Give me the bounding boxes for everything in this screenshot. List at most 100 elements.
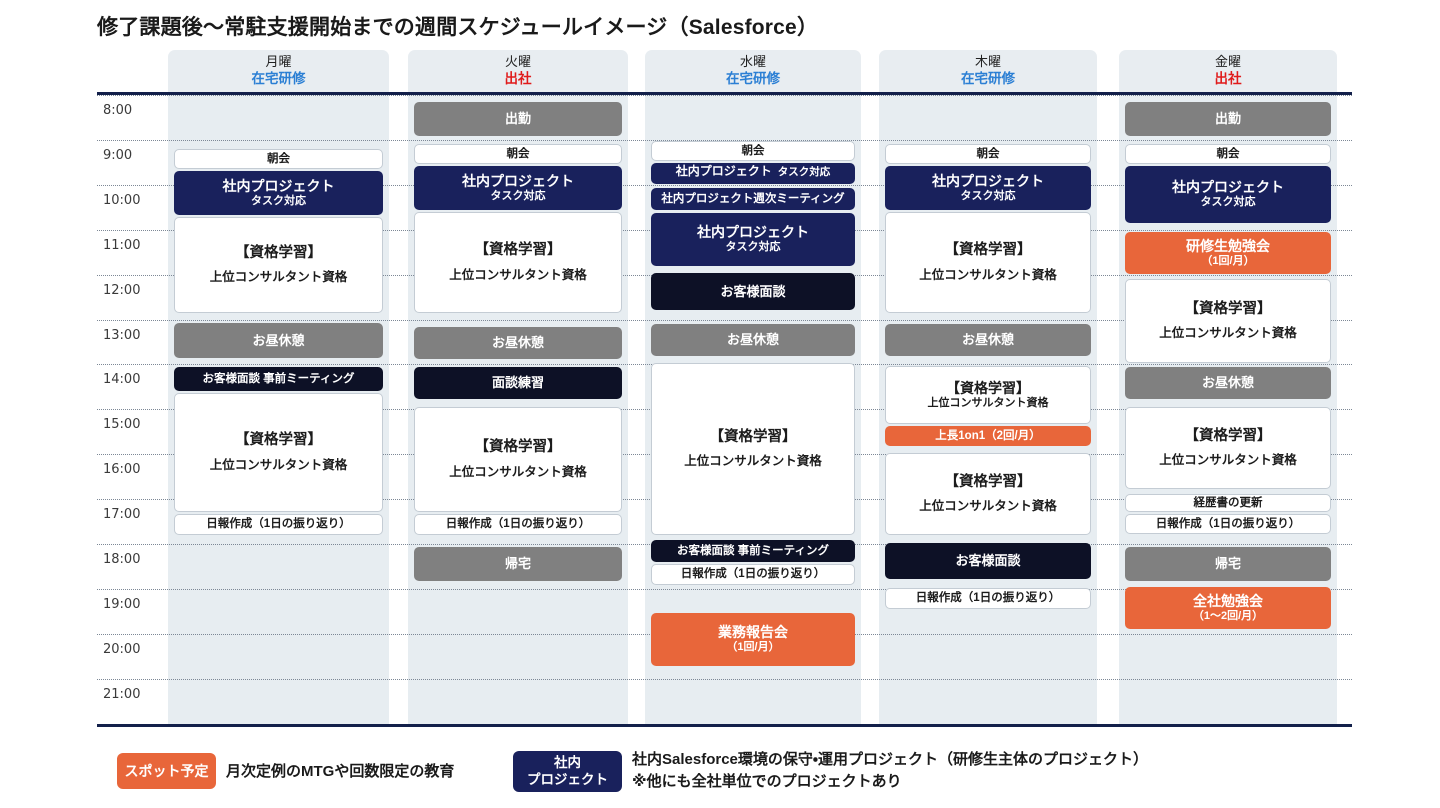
event-title: 上長1on1（2回/月） — [935, 429, 1041, 442]
day-header-5: 金曜出社 — [1119, 50, 1337, 92]
event-block[interactable]: 社内プロジェクトタスク対応 — [414, 166, 622, 210]
event-block[interactable]: お客様面談 事前ミーティング — [174, 367, 383, 391]
event-block[interactable]: 朝会 — [174, 149, 383, 169]
event-title: 出勤 — [1214, 111, 1241, 127]
time-axis-label: 14:00 — [103, 372, 141, 388]
event-title: 社内プロジェクト — [932, 172, 1044, 189]
event-title: 朝会 — [267, 152, 290, 165]
event-block[interactable]: 研修生勉強会（1回/月） — [1125, 232, 1331, 274]
event-title: 朝会 — [506, 147, 530, 160]
event-block[interactable]: 日報作成（1日の振り返り） — [651, 564, 855, 585]
event-block[interactable]: 朝会 — [651, 141, 855, 161]
event-block[interactable]: 【資格学習】上位コンサルタント資格 — [414, 212, 622, 313]
event-title: 【資格学習】 — [1184, 300, 1272, 317]
event-block[interactable]: 社内プロジェクトタスク対応 — [1125, 166, 1331, 223]
hour-gridline — [97, 678, 1352, 680]
event-title: お昼休憩 — [961, 332, 1014, 348]
event-block[interactable]: 【資格学習】上位コンサルタント資格 — [651, 363, 855, 535]
event-subtitle: タスク対応 — [1200, 196, 1256, 209]
time-axis-label: 20:00 — [103, 641, 141, 657]
event-block[interactable]: 【資格学習】上位コンサルタント資格 — [885, 366, 1091, 424]
event-title: 業務報告会 — [718, 624, 788, 641]
event-block[interactable]: 【資格学習】上位コンサルタント資格 — [414, 407, 622, 512]
event-block[interactable]: 日報作成（1日の振り返り） — [1125, 514, 1331, 534]
event-block[interactable]: 社内プロジェクト週次ミーティング — [651, 188, 855, 210]
event-title: 出勤 — [504, 111, 531, 127]
event-block[interactable]: 【資格学習】上位コンサルタント資格 — [885, 453, 1091, 535]
event-block[interactable]: 面談練習 — [414, 367, 622, 399]
event-block[interactable]: 出勤 — [414, 102, 622, 136]
event-subtitle: タスク対応 — [490, 189, 546, 202]
event-title: お客様面談 — [720, 283, 786, 299]
event-title: 【資格学習】 — [474, 242, 562, 259]
event-subtitle: タスク対応 — [960, 189, 1016, 202]
event-block[interactable]: 【資格学習】上位コンサルタント資格 — [1125, 279, 1331, 363]
event-block[interactable]: 日報作成（1日の振り返り） — [174, 514, 383, 535]
event-block[interactable]: 朝会 — [414, 144, 622, 164]
event-block[interactable]: 社内プロジェクトタスク対応 — [885, 166, 1091, 210]
event-title: 社内プロジェクト週次ミーティング — [661, 192, 845, 205]
event-block[interactable]: お昼休憩 — [1125, 367, 1331, 399]
event-block[interactable]: お客様面談 — [885, 543, 1091, 579]
header-divider-top — [97, 92, 1352, 95]
event-block[interactable]: 業務報告会（1回/月） — [651, 613, 855, 666]
event-block[interactable]: お昼休憩 — [174, 323, 383, 358]
event-block[interactable]: お客様面談 事前ミーティング — [651, 540, 855, 562]
time-axis-label: 9:00 — [103, 147, 133, 163]
time-axis-label: 12:00 — [103, 282, 141, 298]
event-title: 【資格学習】 — [235, 244, 322, 261]
event-block[interactable]: お昼休憩 — [651, 324, 855, 356]
event-subtitle: タスク対応 — [725, 241, 781, 254]
event-title: 日報作成（1日の振り返り） — [915, 592, 1061, 605]
event-title: 朝会 — [1216, 147, 1240, 160]
day-of-week-label: 金曜 — [1214, 53, 1241, 69]
legend-project-label-line1: 社内 — [554, 755, 581, 771]
event-subtitle: 上位コンサルタント資格 — [919, 267, 1057, 282]
event-title: 日報作成（1日の振り返り） — [445, 518, 591, 531]
event-title: お昼休憩 — [491, 335, 544, 351]
hour-gridline — [97, 184, 1352, 186]
event-block[interactable]: 【資格学習】上位コンサルタント資格 — [1125, 407, 1331, 489]
event-title: 日報作成（1日の振り返り） — [206, 518, 351, 531]
event-subtitle: 上位コンサルタント資格 — [1159, 453, 1297, 468]
event-title: 日報作成（1日の振り返り） — [1155, 517, 1301, 530]
event-block[interactable]: 帰宅 — [414, 547, 622, 581]
event-title: 【資格学習】 — [709, 428, 797, 445]
hour-gridline — [97, 588, 1352, 590]
time-axis-label: 17:00 — [103, 507, 141, 523]
event-block[interactable]: 日報作成（1日の振り返り） — [885, 588, 1091, 609]
event-block[interactable]: 上長1on1（2回/月） — [885, 426, 1091, 446]
event-block[interactable]: お客様面談 — [651, 273, 855, 310]
event-subtitle: 上位コンサルタント資格 — [927, 396, 1049, 409]
event-title: お客様面談 事前ミーティング — [202, 372, 355, 385]
event-subtitle: 上位コンサルタント資格 — [209, 270, 348, 285]
event-block[interactable]: 社内プロジェクトタスク対応 — [174, 171, 383, 215]
event-block[interactable]: 【資格学習】上位コンサルタント資格 — [174, 393, 383, 512]
event-subtitle: タスク対応 — [251, 194, 306, 207]
event-title: 【資格学習】 — [946, 379, 1030, 396]
event-subtitle: 上位コンサルタント資格 — [919, 499, 1057, 514]
page-title: 修了課題後～常駐支援開始までの週間スケジュールイメージ（Salesforce） — [97, 16, 819, 39]
event-block[interactable]: 全社勉強会（1～2回/月） — [1125, 587, 1331, 629]
event-block[interactable]: 日報作成（1日の振り返り） — [414, 514, 622, 535]
event-block[interactable]: 朝会 — [885, 144, 1091, 164]
event-block[interactable]: お昼休憩 — [885, 324, 1091, 356]
event-title: 社内プロジェクト — [1172, 179, 1284, 196]
event-block[interactable]: 【資格学習】上位コンサルタント資格 — [885, 212, 1091, 313]
event-subtitle: 上位コンサルタント資格 — [684, 454, 822, 469]
footer-divider-bottom — [97, 724, 1352, 727]
event-block[interactable]: 朝会 — [1125, 144, 1331, 164]
event-block[interactable]: 帰宅 — [1125, 547, 1331, 581]
work-mode-label: 在宅研修 — [251, 71, 306, 87]
event-block[interactable]: 社内プロジェクトタスク対応 — [651, 213, 855, 266]
event-title: 【資格学習】 — [944, 473, 1032, 490]
event-block[interactable]: お昼休憩 — [414, 327, 622, 359]
day-header-3: 水曜在宅研修 — [645, 50, 861, 92]
event-block[interactable]: 【資格学習】上位コンサルタント資格 — [174, 217, 383, 313]
event-block[interactable]: 出勤 — [1125, 102, 1331, 136]
time-axis-label: 18:00 — [103, 552, 141, 567]
event-block[interactable]: 経歴書の更新 — [1125, 494, 1331, 512]
event-block[interactable]: 社内プロジェクトタスク対応 — [651, 163, 855, 184]
event-title: 【資格学習】 — [1184, 427, 1272, 444]
event-title: 全社勉強会 — [1193, 592, 1263, 609]
